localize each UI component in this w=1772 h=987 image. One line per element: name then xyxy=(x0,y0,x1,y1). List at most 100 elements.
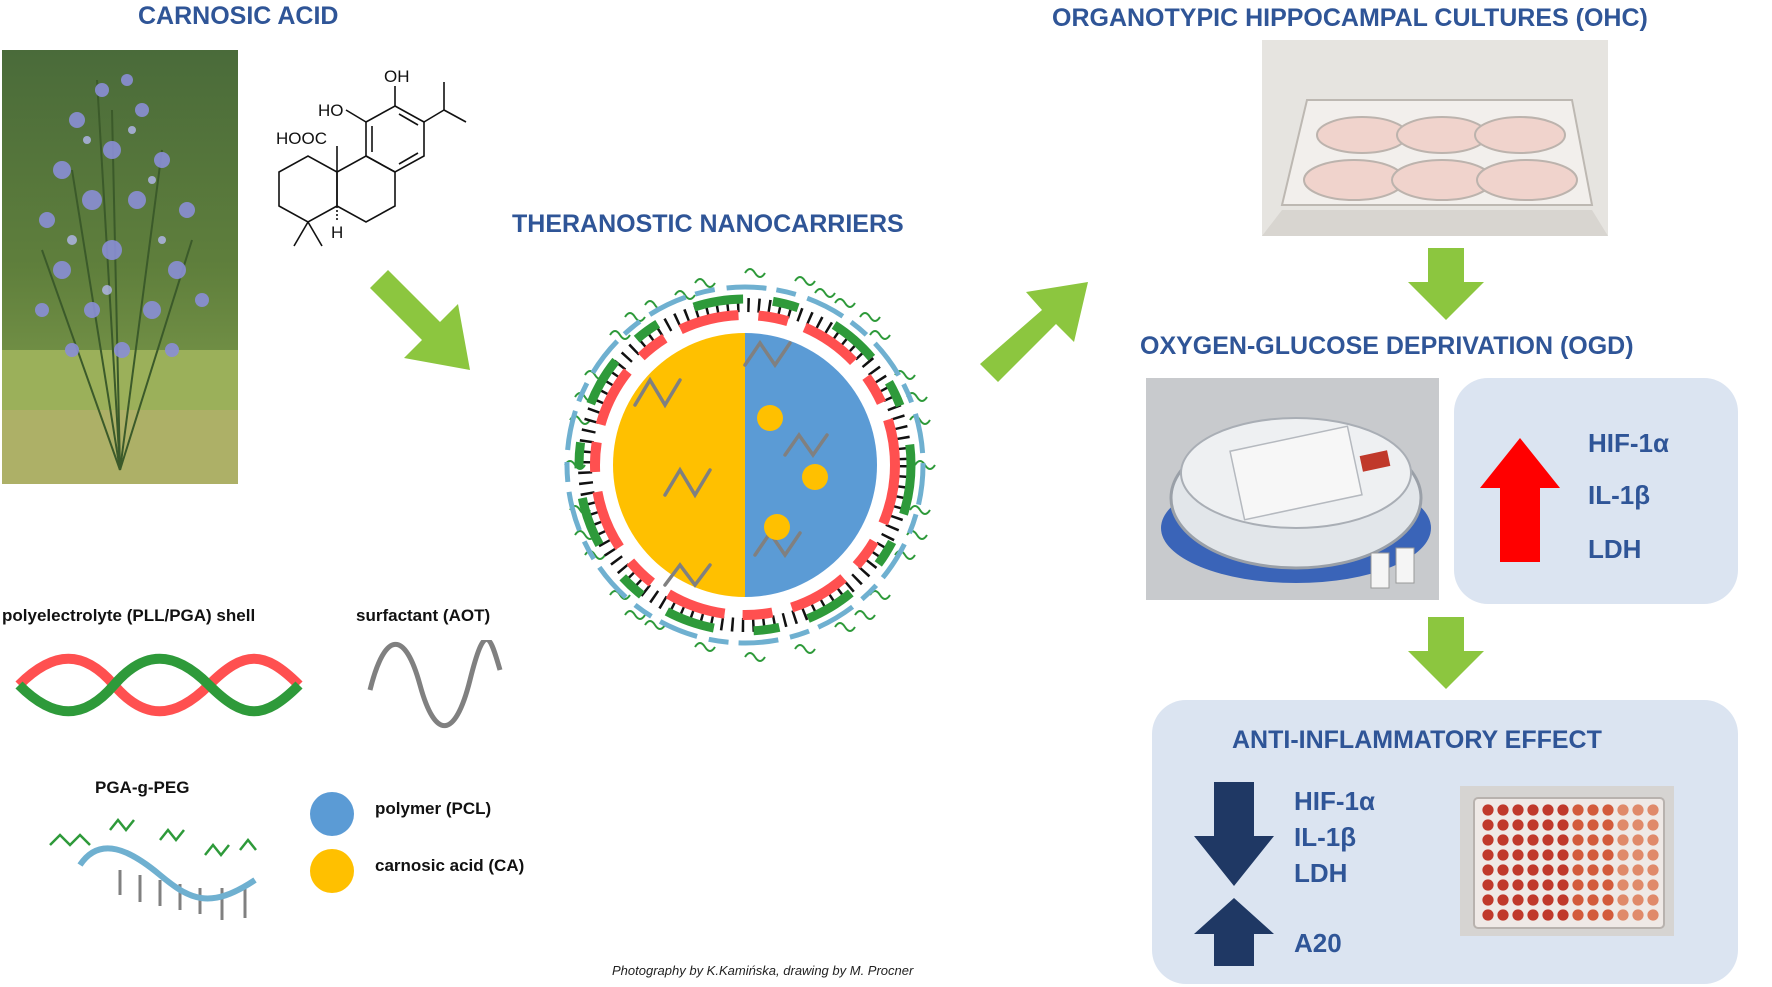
well xyxy=(1617,909,1629,921)
well xyxy=(1527,834,1539,846)
well xyxy=(1482,819,1494,831)
well xyxy=(1587,849,1599,861)
carnosic-acid-title: CARNOSIC ACID xyxy=(138,2,339,30)
legend-polymer-label: polymer (PCL) xyxy=(375,799,492,818)
well xyxy=(1482,864,1494,876)
well xyxy=(1512,834,1524,846)
well xyxy=(1602,849,1614,861)
red-up-arrow-icon xyxy=(1480,438,1560,562)
well xyxy=(1542,804,1554,816)
well xyxy=(1512,864,1524,876)
legend-shell-label: polyelectrolyte (PLL/PGA) shell xyxy=(2,606,256,625)
well xyxy=(1542,834,1554,846)
well xyxy=(1557,849,1569,861)
well xyxy=(1617,819,1629,831)
well xyxy=(1527,819,1539,831)
well xyxy=(1587,909,1599,921)
well xyxy=(1587,834,1599,846)
anti-inflammatory-title: ANTI-INFLAMMATORY EFFECT xyxy=(1232,726,1602,754)
legend-shell-icon xyxy=(15,653,303,717)
ohc-title: ORGANOTYPIC HIPPOCAMPAL CULTURES (OHC) xyxy=(1052,4,1648,32)
effect-marker-down-2: IL-1β xyxy=(1294,822,1357,852)
well xyxy=(1527,804,1539,816)
well xyxy=(1497,864,1509,876)
well xyxy=(1587,804,1599,816)
ogd-marker-2: IL-1β xyxy=(1588,480,1651,510)
well xyxy=(1602,909,1614,921)
well xyxy=(1572,909,1584,921)
well xyxy=(1617,834,1629,846)
legend-surfactant-icon xyxy=(367,640,503,729)
well xyxy=(1647,909,1659,921)
oh-label: OH xyxy=(384,67,410,86)
well xyxy=(1572,864,1584,876)
well xyxy=(1557,819,1569,831)
ohc-plate-photo xyxy=(1262,40,1608,236)
ogd-marker-3: LDH xyxy=(1588,534,1642,564)
well xyxy=(1497,849,1509,861)
well xyxy=(1587,879,1599,891)
well xyxy=(1602,834,1614,846)
navy-down-arrow-icon xyxy=(1194,782,1274,886)
well xyxy=(1572,819,1584,831)
well xyxy=(1632,834,1644,846)
nanocarriers-title: THERANOSTIC NANOCARRIERS xyxy=(512,210,904,238)
legend-peg-icon xyxy=(49,817,257,920)
effect-marker-up-1: A20 xyxy=(1294,928,1342,958)
carnosic-acid-structure: OH HO HOOC H xyxy=(262,62,492,272)
well xyxy=(1557,864,1569,876)
well xyxy=(1602,804,1614,816)
well xyxy=(1602,894,1614,906)
well xyxy=(1482,894,1494,906)
well xyxy=(1557,804,1569,816)
well xyxy=(1512,804,1524,816)
well xyxy=(1572,894,1584,906)
well xyxy=(1632,864,1644,876)
well xyxy=(1482,849,1494,861)
well xyxy=(1542,819,1554,831)
well xyxy=(1557,879,1569,891)
well xyxy=(1512,879,1524,891)
green-arrow-up-right xyxy=(980,282,1088,382)
well xyxy=(1497,834,1509,846)
ogd-title: OXYGEN-GLUCOSE DEPRIVATION (OGD) xyxy=(1140,332,1634,360)
well xyxy=(1572,849,1584,861)
well xyxy=(1482,879,1494,891)
well xyxy=(1647,819,1659,831)
well xyxy=(1572,804,1584,816)
legend-ca-dot xyxy=(310,849,354,893)
well xyxy=(1572,834,1584,846)
well xyxy=(1497,909,1509,921)
well xyxy=(1512,849,1524,861)
well xyxy=(1647,849,1659,861)
well xyxy=(1587,864,1599,876)
well xyxy=(1542,894,1554,906)
effect-marker-down-3: LDH xyxy=(1294,858,1348,888)
well xyxy=(1602,864,1614,876)
well xyxy=(1617,894,1629,906)
well xyxy=(1542,849,1554,861)
rosemary-photo xyxy=(2,50,238,484)
well xyxy=(1557,909,1569,921)
well xyxy=(1602,879,1614,891)
well xyxy=(1482,909,1494,921)
well xyxy=(1482,834,1494,846)
green-arrow-down-right xyxy=(370,270,470,370)
hooc-label: HOOC xyxy=(276,129,327,148)
well xyxy=(1497,804,1509,816)
well xyxy=(1617,879,1629,891)
well xyxy=(1647,804,1659,816)
well xyxy=(1632,819,1644,831)
well xyxy=(1647,834,1659,846)
green-arrow-down-2 xyxy=(1408,617,1484,689)
ho-label: HO xyxy=(318,101,344,120)
ogd-chamber-photo xyxy=(1146,378,1439,600)
well xyxy=(1617,864,1629,876)
well xyxy=(1512,909,1524,921)
anti-inflammatory-panel: ANTI-INFLAMMATORY EFFECT HIF-1α IL-1β LD… xyxy=(1152,700,1738,984)
well xyxy=(1512,894,1524,906)
well xyxy=(1617,804,1629,816)
green-arrow-down-1 xyxy=(1408,248,1484,320)
effect-marker-down-1: HIF-1α xyxy=(1294,786,1375,816)
legend-polymer-dot xyxy=(310,792,354,836)
